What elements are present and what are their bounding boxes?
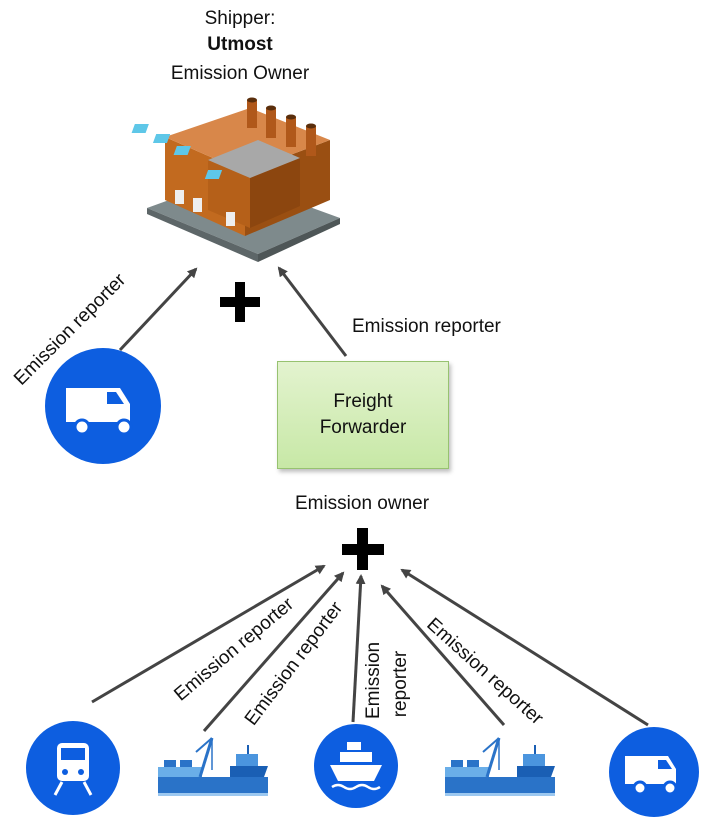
arrow-truck-bottom [400, 568, 649, 727]
reporter-label-forwarder: Emission reporter [352, 316, 501, 337]
shipper-label: Shipper: [204, 8, 276, 29]
arrow-truck-to-shipper [118, 267, 198, 352]
arrow-port-right [380, 584, 506, 726]
arrow-port-left [202, 571, 345, 732]
plus-icon-top [220, 282, 260, 322]
plus-icon-bottom [342, 528, 384, 570]
factory-icon [131, 97, 340, 262]
emission-owner-label-top: Emission Owner [170, 63, 310, 84]
arrow-train [91, 564, 326, 704]
emission-owner-label: Emission owner [294, 493, 430, 514]
freight-forwarder-box: Freight Forwarder [277, 361, 449, 469]
port-icon [158, 737, 268, 796]
arrow-ship [351, 574, 366, 723]
train-icon [26, 721, 120, 815]
port-icon-right [445, 737, 555, 796]
arrow-forwarder-to-shipper [277, 266, 348, 357]
shipper-name: Utmost [207, 34, 273, 55]
forwarder-line2: Forwarder [319, 417, 407, 438]
ship-icon [314, 724, 398, 808]
truck-icon-bottom [609, 727, 699, 817]
forwarder-line1: Freight [333, 391, 393, 412]
truck-icon [45, 348, 161, 464]
